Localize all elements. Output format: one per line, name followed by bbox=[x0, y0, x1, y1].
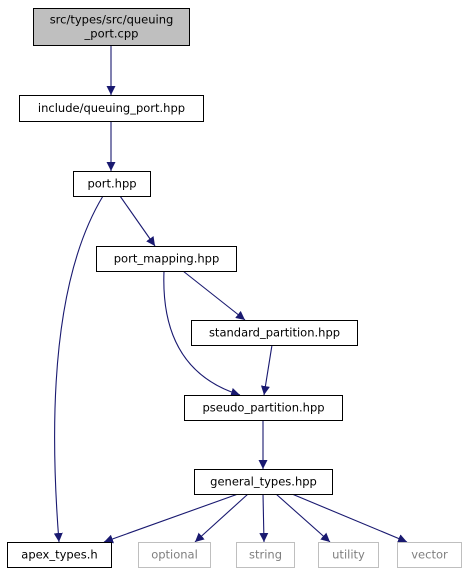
node-pseudo_partition_hpp[interactable]: pseudo_partition.hpp bbox=[184, 395, 343, 421]
node-box bbox=[33, 8, 190, 46]
node-box bbox=[19, 95, 204, 122]
node-box bbox=[236, 542, 295, 568]
edge-general_types_hpp-to-apex_types_h bbox=[103, 493, 239, 544]
edge-port_mapping_hpp-to-standard_partition_hpp bbox=[182, 270, 246, 321]
node-label: string bbox=[249, 548, 282, 562]
node-box bbox=[191, 320, 358, 346]
edge-port_mapping_hpp-to-pseudo_partition_hpp bbox=[163, 270, 241, 397]
node-string: string bbox=[236, 542, 295, 568]
edges bbox=[53, 45, 408, 544]
edge-port_hpp-to-apex_types_h bbox=[53, 195, 104, 543]
node-label: general_types.hpp bbox=[210, 475, 317, 489]
node-label: include/queuing_port.hpp bbox=[38, 101, 185, 115]
node-label: pseudo_partition.hpp bbox=[202, 401, 324, 415]
node-box bbox=[73, 171, 151, 197]
edge-general_types_hpp-to-utility bbox=[275, 493, 331, 543]
node-vector: vector bbox=[397, 542, 462, 568]
node-standard_partition_hpp[interactable]: standard_partition.hpp bbox=[191, 320, 358, 346]
node-queuing_port_hpp[interactable]: include/queuing_port.hpp bbox=[19, 95, 204, 122]
node-box bbox=[184, 395, 343, 421]
nodes: src/types/src/queuing_port.cpp include/qu… bbox=[7, 8, 462, 568]
node-box bbox=[138, 542, 211, 568]
node-label: port.hpp bbox=[87, 177, 136, 191]
node-optional: optional bbox=[138, 542, 211, 568]
edge-general_types_hpp-to-vector bbox=[291, 493, 408, 543]
edge-general_types_hpp-to-optional bbox=[194, 493, 249, 543]
node-label: src/types/src/queuing bbox=[50, 13, 174, 27]
node-port_mapping_hpp[interactable]: port_mapping.hpp bbox=[96, 246, 237, 272]
node-general_types_hpp[interactable]: general_types.hpp bbox=[194, 469, 333, 495]
node-box bbox=[318, 542, 379, 568]
node-port_hpp[interactable]: port.hpp bbox=[73, 171, 151, 197]
node-box bbox=[194, 469, 333, 495]
edge-port_hpp-to-port_mapping_hpp bbox=[119, 195, 156, 247]
node-label: standard_partition.hpp bbox=[209, 326, 340, 340]
node-box bbox=[96, 246, 237, 272]
node-utility: utility bbox=[318, 542, 379, 568]
node-label: apex_types.h bbox=[21, 548, 97, 562]
node-queuing_port_cpp[interactable]: src/types/src/queuing_port.cpp bbox=[33, 8, 190, 46]
node-label: vector bbox=[411, 548, 448, 562]
node-box bbox=[7, 542, 112, 568]
edge-standard_partition_hpp-to-pseudo_partition_hpp bbox=[260, 344, 273, 396]
node-label: port_mapping.hpp bbox=[114, 252, 220, 266]
edge-general_types_hpp-to-string bbox=[259, 493, 269, 543]
node-label: optional bbox=[151, 548, 198, 562]
node-label: _port.cpp bbox=[84, 27, 139, 41]
node-box bbox=[397, 542, 462, 568]
node-label: utility bbox=[332, 548, 365, 562]
node-apex_types_h[interactable]: apex_types.h bbox=[7, 542, 112, 568]
